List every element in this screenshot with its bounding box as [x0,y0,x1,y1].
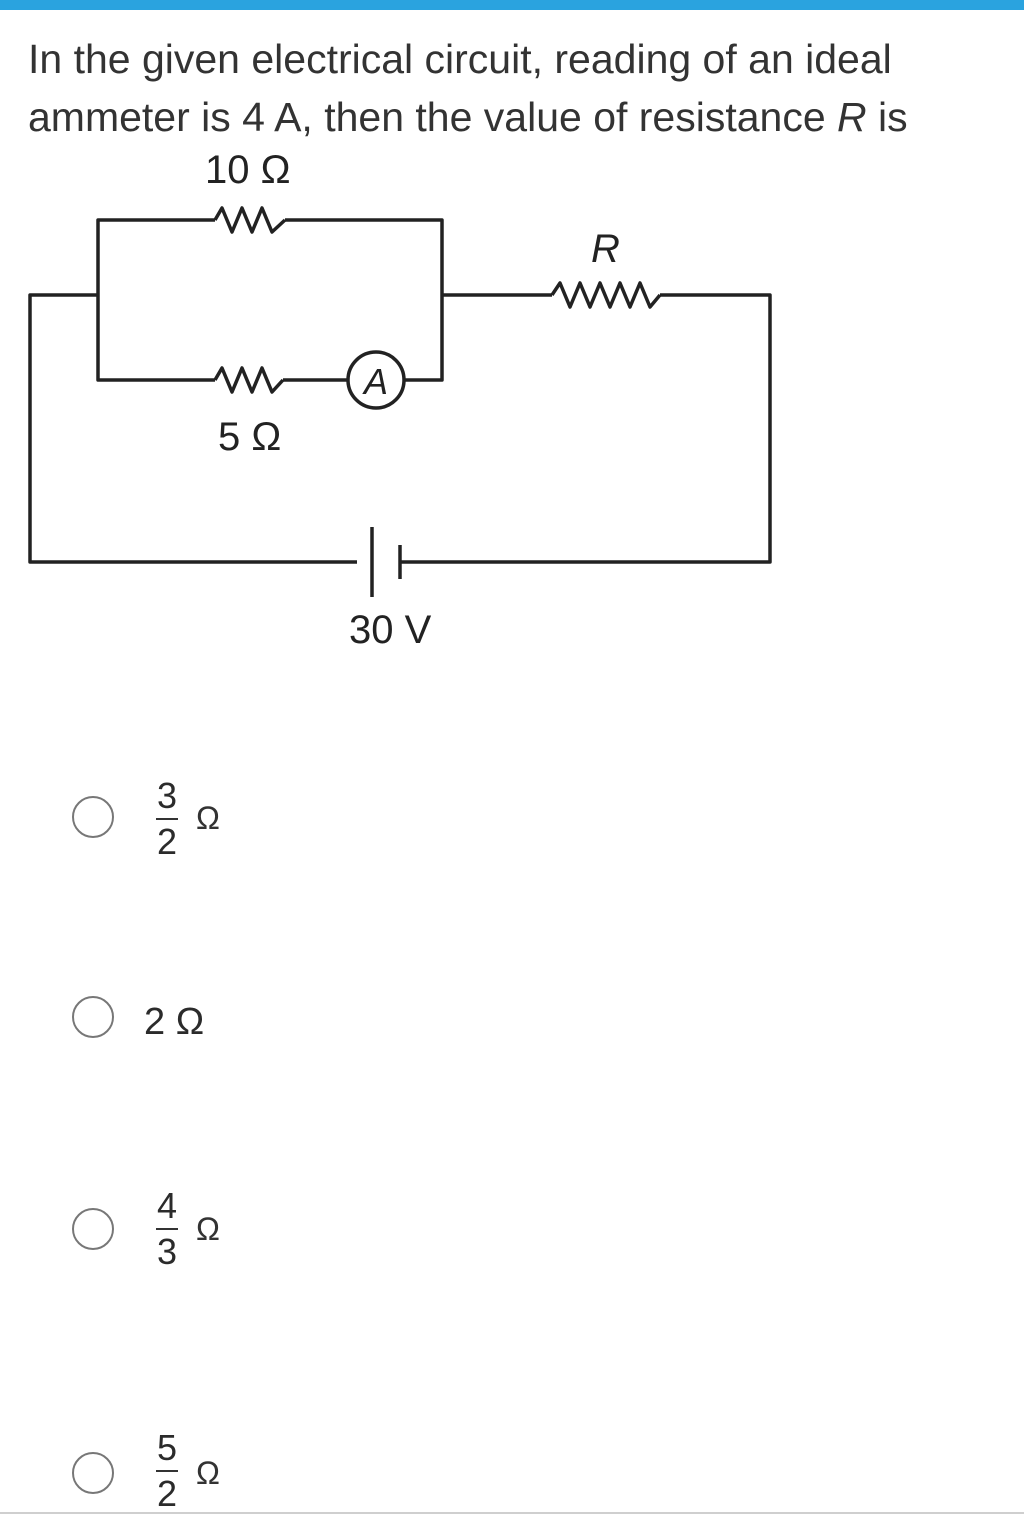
resistor-10-ohm [213,206,287,234]
resistor-5-ohm [213,366,285,394]
option-2-label[interactable]: 2 Ω [144,1001,205,1043]
circuit-diagram: 10 Ω R A 5 Ω 30 V [28,148,772,652]
resistor-r [550,281,662,309]
question-text: In the given electrical circuit, reading… [28,30,988,146]
option-1-fraction[interactable]: 3 2 [150,776,184,862]
bottom-edge [0,1514,1024,1528]
question-text-part2: is [866,94,908,140]
question-variable: R [837,94,867,140]
option-3-fraction[interactable]: 4 3 [150,1186,184,1272]
option-3-denominator: 3 [156,1231,178,1272]
option-4-numerator: 5 [156,1427,178,1468]
resistor-10-label: 10 Ω [205,148,291,192]
wire-bottom-left [96,295,215,382]
ammeter-circle [346,350,406,410]
wire-top-branch [285,218,444,295]
option-3-unit: Ω [196,1211,220,1247]
option-1-numerator: 3 [156,775,178,816]
option-1-radio[interactable] [72,796,114,838]
top-accent-bar [0,0,1024,10]
option-1-unit: Ω [196,800,220,836]
option-3-fraction-bar [156,1228,178,1230]
option-4-denominator: 2 [156,1473,178,1514]
wire-bottom-right [404,295,444,382]
option-2-radio[interactable] [72,996,114,1038]
question-text-part1: In the given electrical circuit, reading… [28,36,892,140]
option-3-radio[interactable] [72,1208,114,1250]
wire-parallel-left [96,218,215,295]
battery-label: 30 V [349,608,432,652]
bottom-divider [0,1512,1024,1514]
option-1-denominator: 2 [156,821,178,862]
option-1-fraction-bar [156,818,178,820]
option-4-fraction-bar [156,1470,178,1472]
wire-right-outer [400,293,772,564]
option-4-unit: Ω [196,1455,220,1491]
ammeter-label: A [362,361,388,402]
wire-left-outer [28,293,357,564]
option-4-radio[interactable] [72,1452,114,1494]
option-3-numerator: 4 [156,1185,178,1226]
resistor-r-label: R [591,227,620,271]
resistor-5-label: 5 Ω [218,415,281,459]
option-4-fraction[interactable]: 5 2 [150,1428,184,1514]
